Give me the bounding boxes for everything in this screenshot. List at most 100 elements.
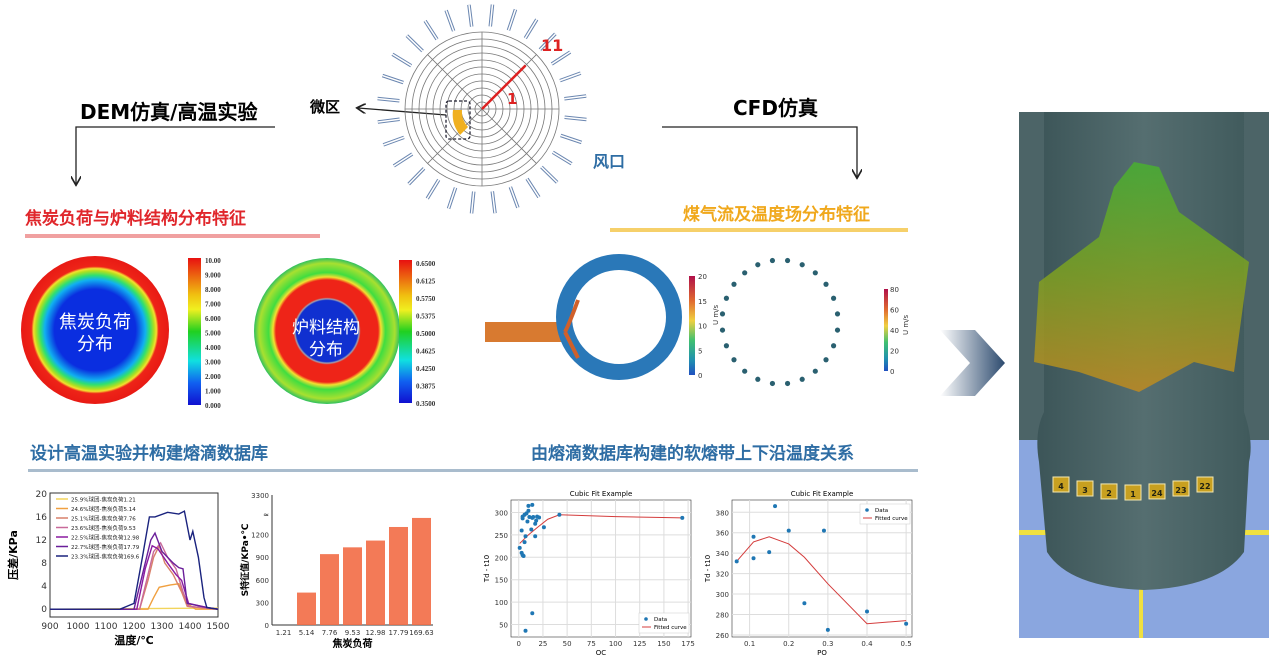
tuyere-dot: [731, 281, 737, 287]
tuyere-dot: [742, 270, 748, 276]
tuyere-marker: [1100, 483, 1118, 500]
legend-label: 23.3%球团-焦炭负荷169.6: [71, 553, 140, 561]
tuyere-arrow-fill: [426, 179, 440, 199]
tuyere-number: 24: [1151, 489, 1163, 498]
x-tick-label: 0.4: [861, 640, 873, 648]
tuyere-arrow-fill: [507, 9, 517, 31]
colorbar-tick: 5.000: [205, 330, 221, 338]
tuyere-arrow-fill: [540, 166, 558, 183]
x-tick-label: 0.1: [744, 640, 755, 648]
series-line: [50, 531, 219, 610]
x-tick-label: 125: [633, 640, 646, 648]
tuyere-arrow-fill: [564, 116, 587, 121]
y-tick-label: 280: [716, 612, 729, 620]
colorbar-tick: 0: [890, 368, 894, 376]
y-tick-label: 16: [36, 513, 48, 523]
x-tick-label: 1400: [179, 622, 202, 632]
colorbar-tick: 0.000: [205, 402, 221, 410]
tuyere-arrow-fill: [552, 151, 572, 165]
data-point: [557, 512, 562, 517]
x-tick-label: 175: [681, 640, 694, 648]
tuyere-arrow-fill: [377, 118, 400, 123]
x-tick-label: 1.21: [276, 629, 292, 637]
y-tick-label: 4: [41, 582, 47, 592]
x-tick-label: 0.2: [783, 640, 794, 648]
data-point: [531, 515, 536, 520]
tuyere-arrow-fill: [491, 191, 496, 214]
y-axis-label: S特征值/KPa•℃: [239, 523, 251, 596]
y-tick-label: 0: [41, 605, 47, 615]
tuyere-arrow-fill: [489, 4, 494, 27]
x-axis-label: PO: [817, 649, 827, 657]
section-title-left: 焦炭负荷与炉料结构分布特征: [25, 209, 246, 229]
fitted-curve: [519, 514, 683, 544]
y-tick-label: 300: [716, 591, 729, 599]
legend-label: 22.7%球团-焦炭负荷17.79: [71, 543, 140, 551]
tuyere-marker: [1148, 483, 1166, 500]
colorbar-tick: 60: [890, 307, 899, 315]
data-point: [751, 556, 756, 561]
colorbar-tick: 3.000: [205, 359, 221, 367]
x-axis-label: 焦炭负荷: [332, 637, 373, 650]
tuyere-number: 2: [1106, 489, 1112, 498]
tuyere-arrow-fill: [470, 191, 475, 214]
data-point: [526, 503, 531, 508]
y-tick-label: 20: [36, 490, 48, 500]
y-tick-label: 340: [716, 550, 729, 558]
y-tick-label: 250: [495, 532, 508, 540]
legend-label: 25.1%球团-焦炭负荷7.76: [71, 515, 136, 523]
series-line: [50, 541, 219, 610]
fitted-curve: [736, 536, 907, 625]
tuyere-arrow-fill: [509, 186, 519, 208]
data-point: [525, 519, 530, 524]
data-point: [734, 559, 739, 564]
tuyere-dot: [799, 376, 805, 382]
data-point: [680, 515, 685, 520]
colorbar-tick: 20: [890, 348, 899, 356]
legend-label: 23.6%球团-焦炭负荷9.53: [71, 524, 136, 532]
colorbar-tick: 0: [698, 372, 702, 380]
tuyere-arrow-fill: [383, 136, 405, 146]
bar: [366, 540, 385, 625]
y-axis-label: 压差/KPa: [6, 530, 20, 580]
x-tick-label: 1300: [151, 622, 174, 632]
radius-line: [481, 64, 527, 110]
colorbar-tick: 40: [890, 327, 899, 335]
legend-label: 25.9%球团-焦炭负荷1.21: [71, 496, 136, 504]
data-point: [825, 627, 830, 632]
bar: [297, 592, 316, 625]
tuyere-dot: [823, 281, 829, 287]
colorbar-tick: 8.000: [205, 286, 221, 294]
axis-break-icon: ≈: [263, 511, 269, 519]
heatmap-label: 焦炭负荷: [59, 312, 131, 333]
x-tick-label: 0.3: [822, 640, 833, 648]
x-tick-label: 900: [41, 622, 58, 632]
tuyere-arrow-fill: [424, 20, 438, 40]
chart-title: Cubic Fit Example: [791, 490, 854, 498]
y-axis-label: Td - t10: [704, 555, 712, 583]
colorbar-tick: 80: [890, 286, 899, 294]
tuyere-dot: [719, 327, 726, 333]
tuyere-number: 1: [1130, 490, 1136, 499]
bar: [389, 526, 408, 625]
colorbar-tick: 0.5750: [416, 295, 436, 303]
legend-label: Fitted curve: [875, 516, 908, 522]
legend-label: Data: [654, 617, 667, 623]
colorbar-tick: 0.5375: [416, 313, 436, 321]
data-point: [519, 528, 524, 533]
data-point: [821, 528, 826, 533]
tuyere-dot: [723, 343, 730, 349]
series-line: [50, 510, 219, 610]
legend-swatch: [865, 508, 869, 512]
y-tick-label: 100: [495, 599, 508, 607]
bar: [412, 517, 431, 625]
x-tick-label: 25: [538, 640, 547, 648]
tuyere-label: 风口: [593, 152, 626, 171]
section-title-right: 煤气流及温度场分布特征: [683, 205, 870, 225]
section-title-bottom-left: 设计高温实验并构建熔滴数据库: [30, 444, 268, 464]
